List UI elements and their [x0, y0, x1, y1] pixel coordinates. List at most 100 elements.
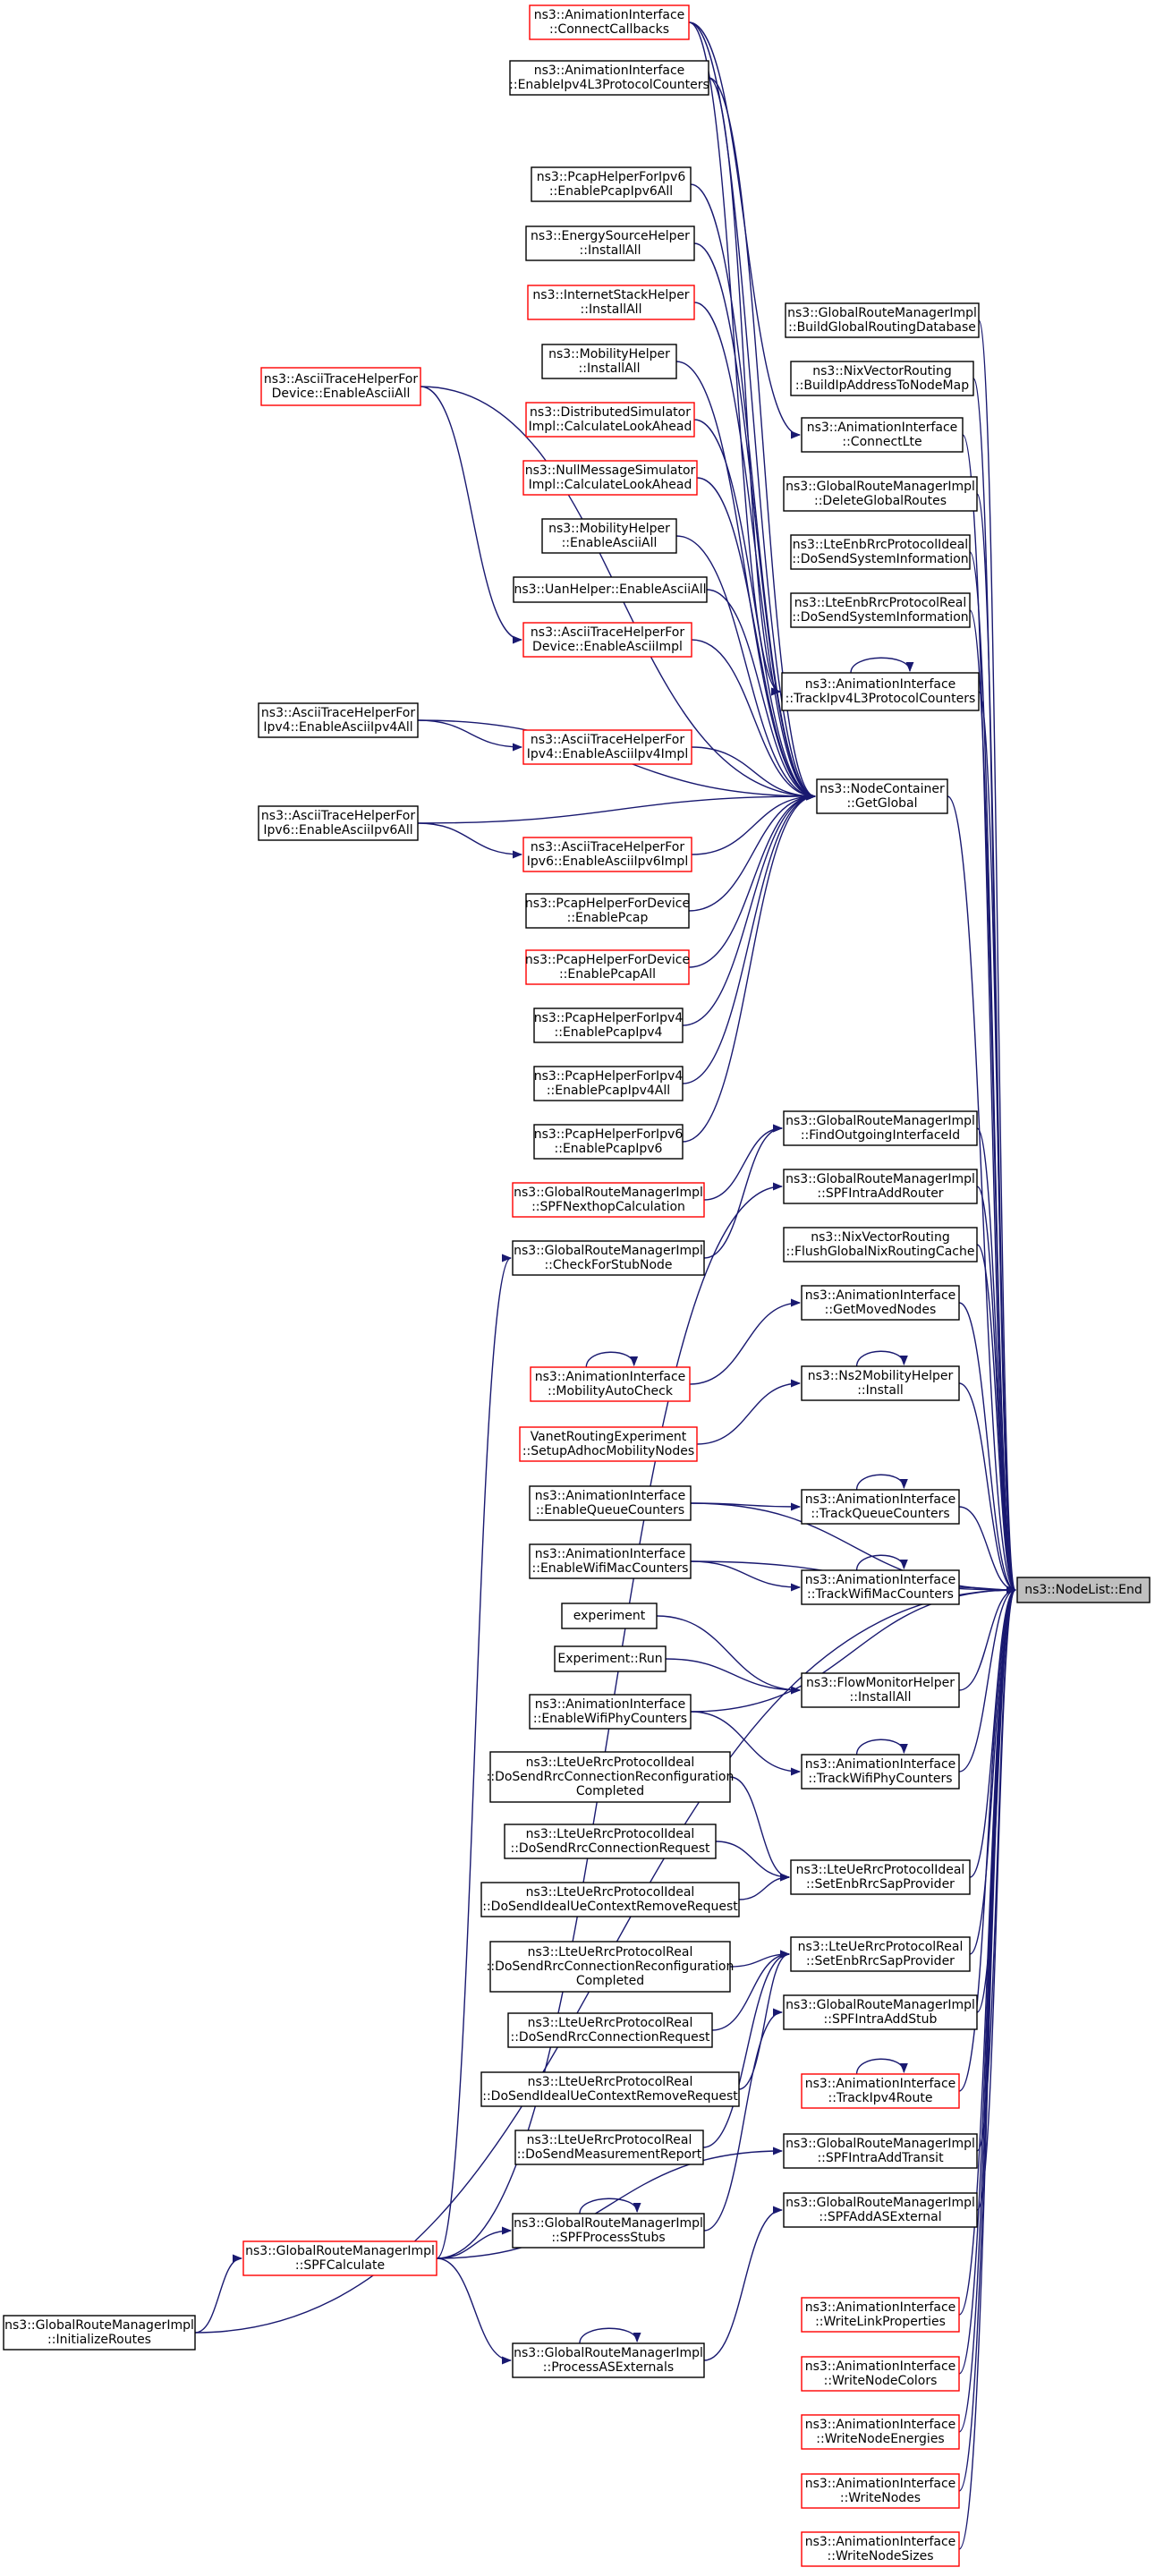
node-label: ns3::PcapHelperForIpv4	[534, 1069, 684, 1084]
node-box	[529, 1543, 692, 1579]
node-realMeasReport[interactable]: ns3::LteUeRrcProtocolReal::DoSendMeasure…	[514, 2130, 704, 2165]
node-label: ::WriteNodeSizes	[828, 2549, 934, 2563]
node-asciiDeviceAll[interactable]: ns3::AsciiTraceHelperForDevice::EnableAs…	[260, 367, 421, 406]
call-edge-ns2Install-to-end	[958, 1382, 1017, 1594]
node-trackIpv4Route[interactable]: ns3::AnimationInterface::TrackIpv4Route	[801, 2073, 960, 2109]
call-edge-trackIpv4Route-to-end	[958, 1586, 1017, 2092]
node-pcapIpv6All[interactable]: ns3::PcapHelperForIpv6::EnablePcapIpv6Al…	[531, 166, 692, 202]
node-writeLinkProps[interactable]: ns3::AnimationInterface::WriteLinkProper…	[801, 2297, 960, 2333]
node-internetInstallAll[interactable]: ns3::InternetStackHelper::InstallAll	[527, 285, 695, 320]
node-spfIntraTransit[interactable]: ns3::GlobalRouteManagerImpl::SPFIntraAdd…	[783, 2133, 978, 2169]
node-pcapIpv4All[interactable]: ns3::PcapHelperForIpv4::EnablePcapIpv4Al…	[533, 1066, 684, 1101]
node-label: ::SPFIntraAddTransit	[817, 2151, 944, 2165]
node-end[interactable]: ns3::NodeList::End	[1016, 1577, 1151, 1603]
node-initRoutes[interactable]: ns3::GlobalRouteManagerImpl::InitializeR…	[3, 2315, 196, 2351]
node-label: ns3::AnimationInterface	[805, 2300, 956, 2315]
node-trackIpv4L3[interactable]: ns3::AnimationInterface::TrackIpv4L3Prot…	[781, 672, 980, 711]
node-asciiIpv6All[interactable]: ns3::AsciiTraceHelperForIpv6::EnableAsci…	[258, 805, 419, 841]
node-realCtxRemove[interactable]: ns3::LteUeRrcProtocolReal::DoSendIdealUe…	[480, 2071, 740, 2107]
node-energyInstallAll[interactable]: ns3::EnergySourceHelper::InstallAll	[525, 225, 695, 261]
node-findOutgoing[interactable]: ns3::GlobalRouteManagerImpl::FindOutgoin…	[783, 1110, 978, 1146]
node-ueIdealSetEnb[interactable]: ns3::LteUeRrcProtocolIdeal::SetEnbRrcSap…	[790, 1859, 971, 1895]
node-mobilityEnableAscii[interactable]: ns3::MobilityHelper::EnableAsciiAll	[541, 518, 677, 554]
node-label: ns3::PcapHelperForIpv6	[534, 1127, 684, 1142]
call-edge-processAsExt-to-processAsExt	[579, 2327, 641, 2344]
node-asciiIpv4Impl[interactable]: ns3::AsciiTraceHelperForIpv4::EnableAsci…	[522, 729, 692, 765]
node-deleteGlobal[interactable]: ns3::GlobalRouteManagerImpl::DeleteGloba…	[783, 476, 978, 512]
node-writeNodeEnergies[interactable]: ns3::AnimationInterface::WriteNodeEnergi…	[801, 2414, 960, 2450]
node-trackQueue[interactable]: ns3::AnimationInterface::TrackQueueCount…	[801, 1489, 960, 1525]
call-edge-pcapIpv4-to-getGlobal	[682, 792, 817, 1026]
node-asciiIpv6Impl[interactable]: ns3::AsciiTraceHelperForIpv6::EnableAsci…	[522, 837, 692, 872]
node-mobilityInstallAll[interactable]: ns3::MobilityHelper::InstallAll	[541, 344, 677, 379]
node-enableWifiMac[interactable]: ns3::AnimationInterface::EnableWifiMacCo…	[529, 1543, 692, 1579]
node-mobilityAutoCheck[interactable]: ns3::AnimationInterface::MobilityAutoChe…	[530, 1366, 691, 1402]
node-box	[258, 805, 419, 841]
node-getMoved[interactable]: ns3::AnimationInterface::GetMovedNodes	[801, 1285, 960, 1321]
node-box	[783, 1110, 978, 1146]
node-enableWifiPhy[interactable]: ns3::AnimationInterface::EnableWifiPhyCo…	[529, 1694, 692, 1730]
node-idealCtxRemove[interactable]: ns3::LteUeRrcProtocolIdeal::DoSendIdealU…	[480, 1882, 740, 1917]
call-edge-experimentRun-to-flowInstallAll	[665, 1658, 802, 1695]
node-enableIpv4L3[interactable]: ns3::AnimationInterface::EnableIpv4L3Pro…	[509, 60, 709, 96]
node-writeNodes[interactable]: ns3::AnimationInterface::WriteNodes	[801, 2473, 960, 2509]
node-box	[790, 361, 974, 396]
node-experiment[interactable]: experiment	[561, 1603, 658, 1629]
node-uanEnableAscii[interactable]: ns3::UanHelper::EnableAsciiAll	[513, 576, 708, 603]
node-vanetSetup[interactable]: VanetRoutingExperiment::SetupAdhocMobili…	[519, 1426, 698, 1462]
node-pcapDevice[interactable]: ns3::PcapHelperForDevice::EnablePcap	[525, 893, 690, 929]
node-enableQueue[interactable]: ns3::AnimationInterface::EnableQueueCoun…	[529, 1485, 692, 1521]
node-nixBuildIp[interactable]: ns3::NixVectorRouting::BuildIpAddressToN…	[790, 361, 974, 396]
node-checkStub[interactable]: ns3::GlobalRouteManagerImpl::CheckForStu…	[512, 1240, 705, 1276]
node-experimentRun[interactable]: Experiment::Run	[554, 1645, 667, 1672]
node-nixFlush[interactable]: ns3::NixVectorRouting::FlushGlobalNixRou…	[783, 1227, 978, 1262]
node-buildGlobalDb[interactable]: ns3::GlobalRouteManagerImpl::BuildGlobal…	[785, 302, 980, 338]
call-edge-asciiIpv4All-to-asciiIpv4Impl	[417, 719, 523, 752]
node-label: ::EnablePcapAll	[559, 967, 656, 982]
node-pcapIpv4[interactable]: ns3::PcapHelperForIpv4::EnablePcapIpv4	[533, 1007, 684, 1043]
node-nullMsgLook[interactable]: ns3::NullMessageSimulatorImpl::Calculate…	[522, 460, 698, 496]
node-asciiIpv4All[interactable]: ns3::AsciiTraceHelperForIpv4::EnableAsci…	[258, 702, 419, 738]
node-label: ::InitializeRoutes	[47, 2333, 151, 2347]
node-spfProcessStubs[interactable]: ns3::GlobalRouteManagerImpl::SPFProcessS…	[512, 2213, 705, 2249]
node-spfAsExt[interactable]: ns3::GlobalRouteManagerImpl::SPFAddASExt…	[783, 2192, 978, 2228]
node-spfIntraStub[interactable]: ns3::GlobalRouteManagerImpl::SPFIntraAdd…	[783, 1994, 978, 2030]
call-edge-asciiIpv4Impl-to-getGlobal	[691, 746, 817, 801]
node-label: ns3::AnimationInterface	[535, 1697, 686, 1712]
node-processAsExt[interactable]: ns3::GlobalRouteManagerImpl::ProcessASEx…	[512, 2342, 705, 2378]
node-box	[504, 1824, 717, 1859]
node-label: ns3::GlobalRouteManagerImpl	[786, 1172, 975, 1186]
node-writeNodeSizes[interactable]: ns3::AnimationInterface::WriteNodeSizes	[801, 2531, 960, 2567]
node-ueRealSetEnb[interactable]: ns3::LteUeRrcProtocolReal::SetEnbRrcSapP…	[790, 1936, 971, 1972]
call-edge-enableQueue-to-trackQueue	[690, 1502, 802, 1511]
node-spfCalculate[interactable]: ns3::GlobalRouteManagerImpl::SPFCalculat…	[242, 2240, 437, 2276]
node-connectCallbacks[interactable]: ns3::AnimationInterface::ConnectCallback…	[529, 4, 690, 40]
node-trackWifiPhy[interactable]: ns3::AnimationInterface::TrackWifiPhyCou…	[801, 1754, 960, 1790]
call-edge-uanEnableAscii-to-getGlobal	[706, 589, 817, 801]
node-realConnReq[interactable]: ns3::LteUeRrcProtocolReal::DoSendRrcConn…	[507, 2012, 713, 2048]
call-edge-trackIpv4L3-to-trackIpv4L3	[850, 657, 914, 674]
node-idealReconfig[interactable]: ns3::LteUeRrcProtocolIdeal::DoSendRrcCon…	[487, 1751, 735, 1803]
node-enbRealSysInfo[interactable]: ns3::LteEnbRrcProtocolReal::DoSendSystem…	[790, 592, 971, 628]
node-spfNexthop[interactable]: ns3::GlobalRouteManagerImpl::SPFNexthopC…	[512, 1182, 705, 1218]
call-edge-spfCalculate-to-checkStub	[436, 1254, 513, 2259]
node-enbIdealSysInfo[interactable]: ns3::LteEnbRrcProtocolIdeal::DoSendSyste…	[790, 534, 971, 570]
node-realReconfig[interactable]: ns3::LteUeRrcProtocolReal::DoSendRrcConn…	[487, 1941, 735, 1993]
node-distSimLook[interactable]: ns3::DistributedSimulatorImpl::Calculate…	[525, 402, 695, 438]
node-box	[522, 460, 698, 496]
call-edge-pcapIpv4All-to-getGlobal	[682, 792, 817, 1084]
node-idealConnReq[interactable]: ns3::LteUeRrcProtocolIdeal::DoSendRrcCon…	[504, 1824, 717, 1859]
node-pcapIpv6[interactable]: ns3::PcapHelperForIpv6::EnablePcapIpv6	[533, 1124, 684, 1160]
node-asciiDeviceImpl[interactable]: ns3::AsciiTraceHelperForDevice::EnableAs…	[522, 622, 692, 658]
node-flowInstallAll[interactable]: ns3::FlowMonitorHelper::InstallAll	[801, 1672, 960, 1708]
node-spfIntraRouter[interactable]: ns3::GlobalRouteManagerImpl::SPFIntraAdd…	[783, 1169, 978, 1204]
node-trackWifiMac[interactable]: ns3::AnimationInterface::TrackWifiMacCou…	[801, 1569, 960, 1605]
node-getGlobal[interactable]: ns3::NodeContainer::GetGlobal	[816, 778, 948, 814]
node-ns2Install[interactable]: ns3::Ns2MobilityHelper::Install	[801, 1365, 960, 1401]
node-pcapDeviceAll[interactable]: ns3::PcapHelperForDevice::EnablePcapAll	[525, 949, 690, 985]
node-connectLte[interactable]: ns3::AnimationInterface::ConnectLte	[801, 417, 964, 453]
node-label: ::TrackIpv4L3ProtocolCounters	[786, 692, 976, 706]
call-edge-trackWifiMac-to-trackWifiMac	[855, 1554, 908, 1571]
node-writeNodeColors[interactable]: ns3::AnimationInterface::WriteNodeColors	[801, 2356, 960, 2392]
node-label: ns3::AsciiTraceHelperFor	[261, 706, 415, 720]
